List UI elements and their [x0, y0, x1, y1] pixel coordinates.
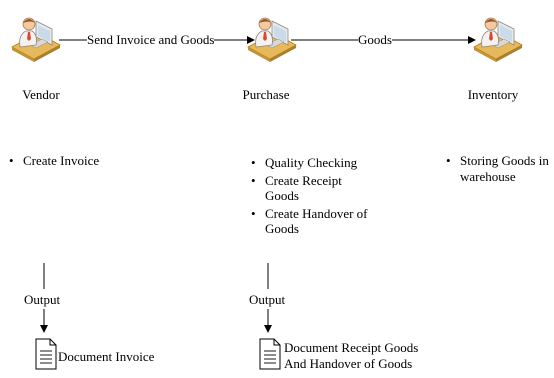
- actor-label-inventory: Inventory: [467, 87, 519, 102]
- list-item: Quality Checking: [249, 155, 379, 171]
- vendor-document-label: Document Invoice: [58, 349, 155, 364]
- actor-label-vendor: Vendor: [22, 87, 60, 102]
- vendor-document-icon: [35, 338, 57, 370]
- purchase-document-icon: [259, 338, 281, 370]
- vendor-user-icon: [11, 17, 61, 63]
- actor-label-purchase: Purchase: [242, 87, 290, 102]
- inventory-task-list: Storing Goods in warehouse: [444, 153, 552, 186]
- purchase-output-label: Output: [249, 292, 286, 307]
- flow-label-goods: Goods: [358, 32, 392, 47]
- list-item: Storing Goods in warehouse: [444, 153, 552, 184]
- vendor-task-list: Create Invoice: [7, 153, 147, 171]
- purchase-task-list: Quality Checking Create Receipt Goods Cr…: [249, 155, 379, 239]
- inventory-user-icon: [473, 17, 523, 63]
- purchase-document-label-line2: And Handover of Goods: [284, 356, 413, 371]
- flow-label-send-invoice: Send Invoice and Goods: [87, 32, 215, 47]
- purchase-document-label-line1: Document Receipt Goods: [284, 340, 419, 355]
- purchase-user-icon: [247, 17, 297, 63]
- list-item: Create Receipt Goods: [249, 173, 379, 204]
- vendor-output-label: Output: [24, 292, 61, 307]
- list-item: Create Handover of Goods: [249, 206, 379, 237]
- list-item: Create Invoice: [7, 153, 147, 169]
